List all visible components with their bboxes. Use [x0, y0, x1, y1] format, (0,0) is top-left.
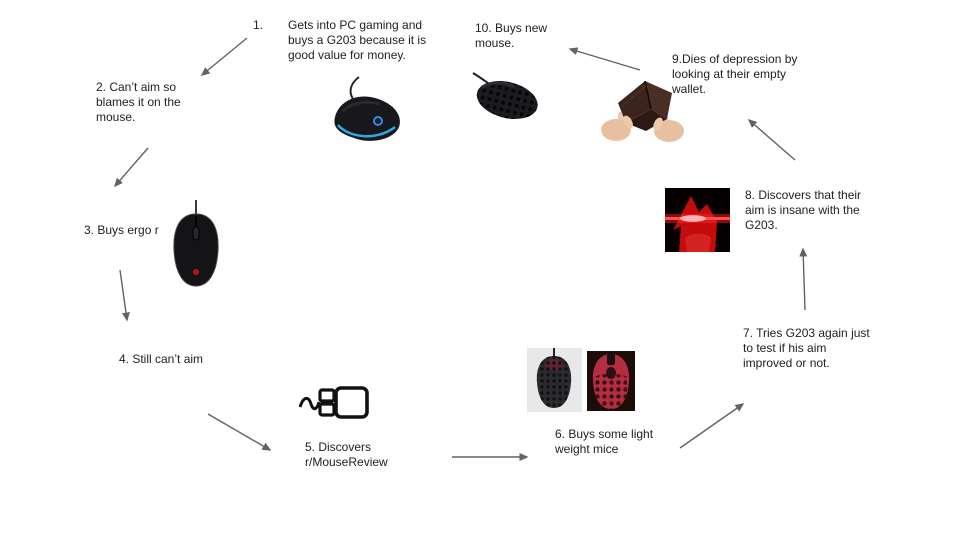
arrow-7-8 — [799, 247, 808, 311]
laser-eyes-meme-image — [665, 188, 730, 252]
step-4-label: 4. Still can’t aim — [119, 352, 204, 366]
step-10-label: 10. Buys new mouse. — [475, 21, 548, 50]
arrow-4-5 — [207, 413, 272, 451]
lightweight-mouse-black-image — [527, 348, 582, 412]
ergo-mouse-image — [163, 200, 228, 290]
empty-wallet-image — [598, 73, 687, 143]
step-1-number: 1. — [253, 18, 264, 32]
step-3-label: 3. Buys ergo r — [84, 223, 159, 237]
arrow-6-7 — [679, 403, 745, 449]
step-7-label: 7. Tries G203 again just to test if his … — [743, 326, 870, 370]
honeycomb-mouse-image — [465, 65, 543, 122]
step-8-label: 8. Discovers that their aim is insane wi… — [745, 188, 862, 232]
arrow-9-10 — [568, 47, 641, 71]
arrow-8-9 — [747, 119, 796, 161]
mouse-clipart-icon — [298, 385, 370, 421]
arrow-3-4 — [119, 269, 130, 322]
g203-mouse-image — [315, 75, 415, 150]
step-9-label: 9.Dies of depression by looking at their… — [672, 52, 798, 96]
step-2-label: 2. Can’t aim so blames it on the mouse. — [96, 80, 181, 124]
step-6-label: 6. Buys some light weight mice — [555, 427, 654, 456]
arrow-2-3 — [114, 147, 149, 188]
lightweight-mouse-red-image — [587, 351, 635, 411]
step-1-label: Gets into PC gaming and buys a G203 beca… — [288, 18, 427, 62]
arrow-1-2 — [200, 37, 248, 76]
step-5-label: 5. Discovers r/MouseReview — [305, 440, 388, 469]
